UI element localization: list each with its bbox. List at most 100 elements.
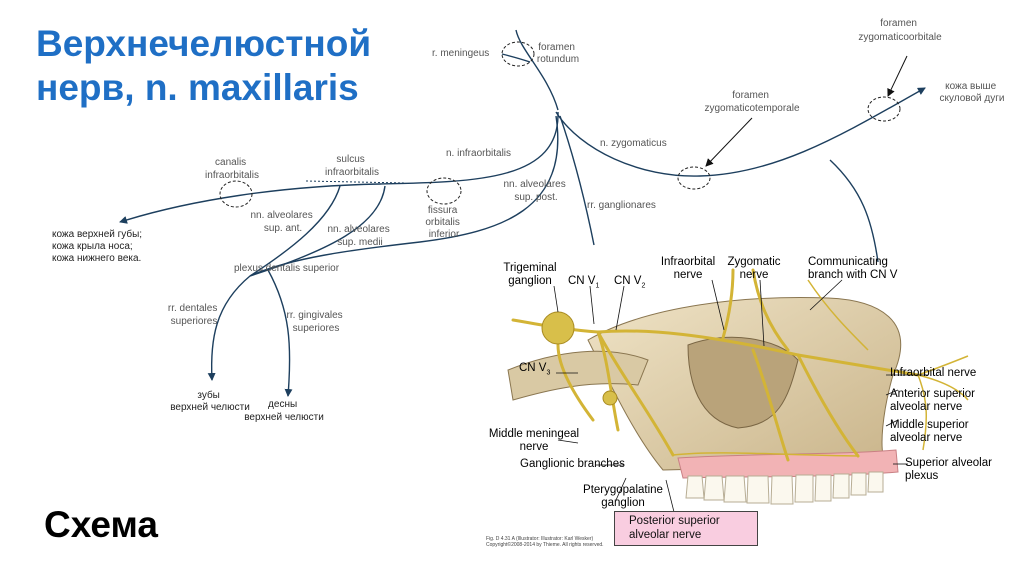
zygomatic-descending-line — [829, 159, 879, 263]
nn-alveolares-medii-line — [249, 185, 386, 277]
canalis-infraorbitalis-line-2: infraorbitalis — [205, 170, 259, 181]
posterior-superior-alveolar-box: Posterior superior alveolar nerve — [614, 511, 758, 546]
communicating-line-2: branch with CN V — [808, 269, 898, 281]
fissura-line-2: orbitalis — [425, 217, 459, 228]
teeth-label: зубы верхней челюсти — [170, 389, 250, 413]
infraorbital-top-line-2: nerve — [673, 269, 703, 281]
canalis-infraorbitalis-label: canalis infraorbitalis — [205, 157, 259, 181]
foramen-rotundum-oval — [501, 41, 535, 67]
cn-v1-text: CN V — [568, 275, 596, 287]
trigeminal-ganglion-label: Trigeminal ganglion — [500, 262, 560, 288]
fissura-line-3: inferior — [429, 229, 460, 240]
infraorbital-nerve-label: Infraorbital nerve — [890, 367, 977, 379]
rr-ganglionares-label: rr. ganglionares — [587, 200, 656, 211]
foramen-zygomaticoorbitale-label: foramen zygomaticoorbitale — [858, 18, 942, 43]
r-meningeus-label: r. meningeus — [432, 48, 489, 59]
plexus-line-2: plexus — [905, 470, 939, 482]
cn-v1-sub: 1 — [595, 282, 600, 290]
middle-line-2: alveolar nerve — [890, 432, 963, 444]
sulcus-infraorbitalis-line-2: infraorbitalis — [325, 167, 379, 178]
foramen-zygomaticotemporale-oval — [677, 166, 711, 190]
nn-alveolares-post-line — [249, 115, 559, 277]
teeth-line-2: верхней челюсти — [170, 402, 250, 413]
pterygopalatine-line-2: ganglion — [601, 497, 645, 509]
foramen-zygomaticotemporale-label: foramen zygomaticotemporale — [704, 90, 799, 114]
foramen-rotundum-line-1: foramen — [538, 42, 575, 53]
communicating-branch-label: Communicating branch with CN V — [808, 256, 897, 282]
anterior-line-2: alveolar nerve — [890, 401, 963, 413]
zygomatic-nerve-line — [555, 87, 926, 177]
trigeminal-line-2: ganglion — [508, 275, 552, 287]
cn-v3-text: CN V — [519, 362, 547, 374]
posterior-line-2: alveolar nerve — [629, 529, 702, 541]
nn-alveolares-sup-medii-line-1: nn. alveolares — [327, 224, 389, 235]
sulcus-dotted-line — [305, 180, 407, 184]
skin-above-cheek-label: кожа выше скуловой дуги — [940, 81, 1005, 104]
skin-above-cheek-line-2: скуловой дуги — [940, 93, 1005, 104]
title-line-1: Верхнечелюстной — [36, 23, 372, 64]
nn-alveolares-sup-ant-line-2: sup. ant. — [264, 223, 302, 234]
anterior-superior-alveolar-label: Anterior superior alveolar nerve — [890, 388, 975, 414]
teeth-line-1: зубы — [197, 389, 220, 401]
skin-target-1: кожа верхней губы; — [52, 228, 142, 240]
n-zygomaticus-label: n. zygomaticus — [600, 138, 667, 149]
nn-alveolares-ant-line — [249, 185, 341, 277]
pterygopalatine-ganglion-label: Pterygopalatine ganglion — [582, 484, 664, 510]
middle-line-1: Middle superior — [890, 419, 969, 431]
title-line-2: нерв, n. maxillaris — [36, 67, 359, 108]
fissura-orbitalis-inferior-label: fissura orbitalis inferior — [425, 205, 462, 240]
zygomatic-nerve-label: Zygomatic nerve — [722, 256, 786, 282]
cn-v2-text: CN V — [614, 275, 642, 287]
anatomical-illustration — [507, 268, 969, 513]
skull-base-shape — [507, 350, 649, 401]
plexus-line-1: Superior alveolar — [905, 457, 992, 469]
fissura-line-1: fissura — [428, 205, 458, 216]
schema-label: Схема — [44, 504, 158, 545]
pointer-zygomaticoorbitale — [887, 55, 908, 97]
canalis-infraorbitalis-oval — [219, 180, 253, 208]
nn-alveolares-sup-post-line-1: nn. alveolares — [503, 179, 565, 190]
cn-v3-label: CN V3 — [519, 362, 550, 376]
page-title: Верхнечелюстной нерв, n. maxillaris — [36, 22, 456, 110]
nerve-fibers-thin — [672, 279, 969, 457]
cn-v1-label: CN V1 — [568, 275, 599, 289]
rr-gingivales-line — [267, 269, 293, 397]
foramen-zygomaticoorbitale-line-1: foramen — [880, 18, 917, 29]
nn-alveolares-sup-ant-line-1: nn. alveolares — [250, 210, 312, 221]
rr-dentales-superiores-label: rr. dentales superiores — [168, 303, 220, 327]
rr-gingivales-line-2: superiores — [293, 323, 340, 334]
nn-alveolares-sup-ant-label: nn. alveolares sup. ant. — [250, 210, 315, 234]
gums-label: десны верхней челюсти — [244, 399, 324, 423]
foramen-rotundum-line-2: rotundum — [537, 54, 579, 65]
skin-above-cheek-line-1: кожа выше — [945, 81, 996, 92]
pterygopalatine-ganglion-shape — [602, 390, 618, 406]
cn-v3-sub: 3 — [546, 369, 551, 377]
middle-superior-alveolar-label: Middle superior alveolar nerve — [890, 419, 969, 445]
meningeal-line-2: nerve — [519, 441, 549, 453]
rr-gingivales-line-1: rr. gingivales — [287, 310, 343, 321]
sulcus-infraorbitalis-line-1: sulcus — [336, 154, 364, 165]
skin-target-2: кожа крыла носа; — [52, 241, 133, 252]
cn-v2-sub: 2 — [641, 282, 646, 290]
figure-credit: Fig. D 4.31 A (Illustrator: Illustrator:… — [486, 536, 604, 548]
fissura-orbitalis-oval — [426, 177, 462, 205]
rr-dentales-line-1: rr. dentales — [168, 303, 217, 314]
credit-line-2: Copyright©2008-2014 by Thieme. All right… — [486, 542, 604, 548]
nn-alveolares-sup-post-line-2: sup. post. — [514, 192, 557, 203]
gums-line-1: десны — [268, 399, 297, 410]
cn-v2-label: CN V2 — [614, 275, 645, 289]
r-meningeus-line — [501, 53, 531, 63]
meningeal-line-1: Middle meningeal — [488, 428, 580, 440]
nn-alveolares-sup-medii-line-2: sup. medii — [337, 237, 383, 248]
skin-target-3: кожа нижнего века. — [52, 253, 141, 264]
n-infraorbitalis-label: n. infraorbitalis — [446, 148, 511, 159]
nn-alveolares-sup-post-label: nn. alveolares sup. post. — [503, 179, 568, 203]
ganglionic-branches-label: Ganglionic branches — [520, 458, 625, 470]
rr-gingivales-superiores-label: rr. gingivales superiores — [287, 310, 346, 334]
anterior-line-1: Anterior superior — [890, 388, 976, 400]
foramen-zygomaticoorbitale-oval — [867, 96, 901, 122]
foramen-zygomaticoorbitale-line-2: zygomaticoorbitale — [858, 32, 942, 43]
nn-alveolares-sup-medii-label: nn. alveolares sup. medii — [327, 224, 392, 248]
